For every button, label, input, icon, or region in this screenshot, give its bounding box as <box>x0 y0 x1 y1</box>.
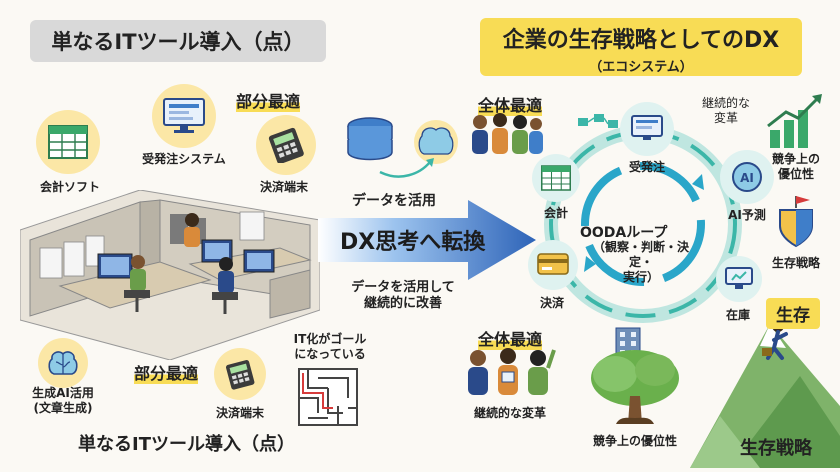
mountain-illustration <box>690 296 840 468</box>
survival-strategy-caption: 生存戦略 <box>740 438 812 459</box>
survival-strategy-side: 生存戦略 <box>771 256 820 270</box>
inventory-label: 在庫 <box>725 308 750 322</box>
ai-forecast-label: AI予測 <box>728 208 766 222</box>
right-banner: 企業の生存戦略としてのDX （エコシステム） <box>480 18 802 76</box>
payment-terminal-icon <box>256 115 316 175</box>
dx-shift-arrow <box>318 200 536 280</box>
whole-optimization-bottom: 全体最適 <box>478 326 543 350</box>
continuous-improvement-label: データを活用して 継続的に改善 <box>351 280 455 311</box>
accounting-node-label: 会計 <box>543 206 568 220</box>
ai-brain-icon <box>38 338 88 388</box>
team-celebration-icon <box>462 346 556 398</box>
shield-icon <box>776 196 816 250</box>
right-banner-title: 企業の生存戦略としてのDX <box>502 28 780 53</box>
growth-chart-icon <box>764 90 826 150</box>
office-illustration <box>19 189 321 361</box>
whole-optimization-top: 全体最適 <box>478 92 543 116</box>
partial-optimization-top: 部分最適 <box>236 88 301 112</box>
order-node-label: 受発注 <box>628 160 665 174</box>
tool-label-generative-ai: 生成AI活用 (文章生成) <box>32 386 94 415</box>
order-system-icon <box>152 84 216 148</box>
tool-label-order-system: 受発注システム <box>142 152 226 166</box>
maze-caption: IT化がゴール になっている <box>293 332 367 361</box>
team-handshake-icon <box>466 110 544 156</box>
ooda-subtitle: （観察・判断・決定・ 実行） <box>592 240 689 284</box>
order-node-icon <box>620 102 674 156</box>
competitive-advantage-side: 競争上の 優位性 <box>771 152 820 181</box>
payment-terminal-icon <box>214 348 266 400</box>
tree-icon <box>580 346 690 430</box>
dx-shift-text: DX思考へ転換 <box>340 230 486 255</box>
survival-badge: 生存 <box>766 298 820 329</box>
left-banner: 単なるITツール導入（点） <box>30 20 326 62</box>
right-banner-subtitle: （エコシステム） <box>589 60 693 75</box>
ooda-title: OODAループ <box>580 225 668 241</box>
partial-optimization-bottom: 部分最適 <box>134 360 199 384</box>
maze-icon <box>298 368 358 426</box>
accounting-node-icon <box>532 154 580 202</box>
bottom-caption: 単なるITツール導入（点） <box>78 434 295 455</box>
tool-label-payment-bottom: 決済端末 <box>215 406 264 420</box>
ai-forecast-icon: AI <box>720 150 774 204</box>
link-chain-icon <box>576 112 620 132</box>
continuous-transformation-top: 継続的な 変革 <box>701 96 750 125</box>
database-brain-illustration <box>340 112 460 194</box>
data-usage-label: データを活用 <box>352 193 436 209</box>
tool-label-payment-top: 決済端末 <box>259 180 308 194</box>
inventory-icon <box>716 256 762 302</box>
payment-card-icon <box>528 240 578 290</box>
competitive-advantage-tree: 競争上の優位性 <box>592 434 677 448</box>
payment-node-label: 決済 <box>539 296 564 310</box>
svg-text:AI: AI <box>740 171 754 185</box>
continuous-transformation-bottom: 継続的な変革 <box>473 406 546 420</box>
tool-label-accounting: 会計ソフト <box>39 180 100 194</box>
spreadsheet-icon <box>36 110 100 174</box>
